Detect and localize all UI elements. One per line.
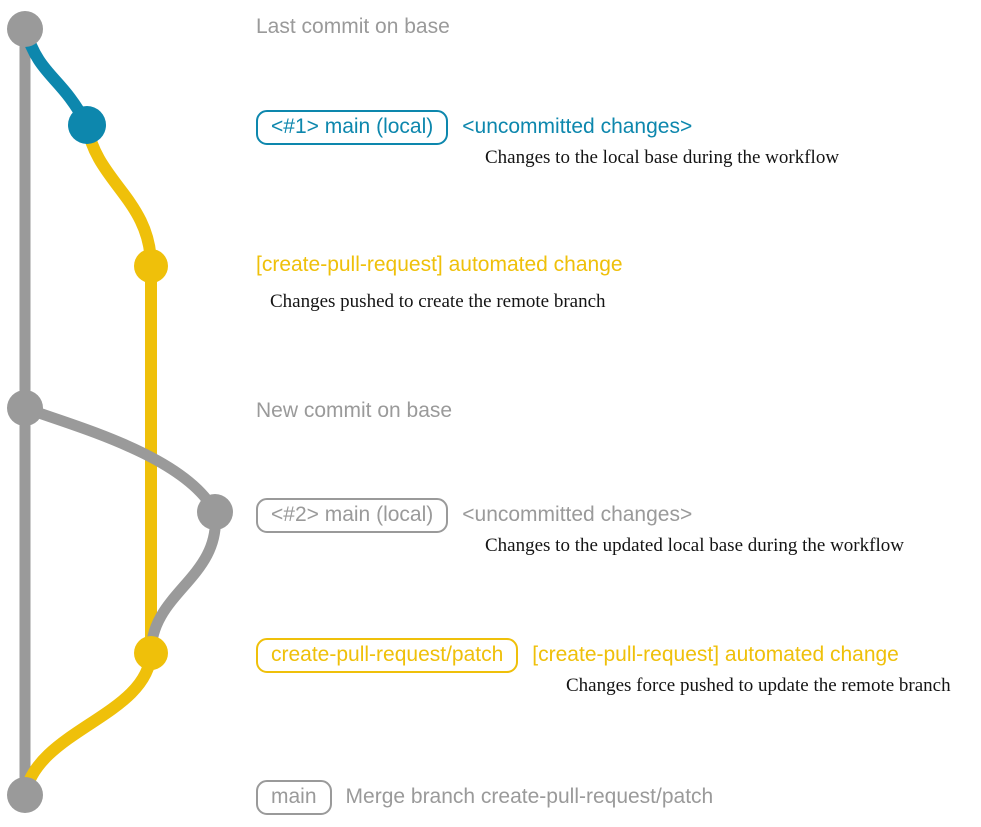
merge-node[interactable] [7, 777, 43, 813]
commit-row-automated-change-1: [create-pull-request] automated change [256, 254, 623, 275]
commit-subject-local-main-1: <uncommitted changes> [462, 115, 693, 138]
commit-row-local-main-2: <#2> main (local) <uncommitted changes> [256, 498, 692, 533]
patch-commit-node[interactable] [134, 249, 168, 283]
commit-subject-automated-change-2: [create-pull-request] automated change [532, 643, 899, 666]
ref-tag-local-main-2[interactable]: <#2> main (local) [256, 498, 449, 533]
patch-commit-node-2[interactable] [134, 636, 168, 670]
base-head-node[interactable] [7, 11, 43, 47]
commit-subject-merge-commit: Merge branch create-pull-request/patch [345, 785, 714, 808]
remote-branch-merge-line [19, 647, 157, 801]
commit-description-local-main-2: Changes to the updated local base during… [485, 535, 904, 556]
commit-row-local-main-1: <#1> main (local) <uncommitted changes> [256, 110, 692, 145]
commit-subject-local-main-2: <uncommitted changes> [462, 503, 693, 526]
commit-description-automated-change-1: Changes pushed to create the remote bran… [270, 291, 606, 312]
ref-tag-main[interactable]: main [256, 780, 332, 815]
local-commit-node[interactable] [68, 106, 106, 144]
commit-row-automated-change-2: create-pull-request/patch [create-pull-r… [256, 638, 899, 673]
commit-subject-automated-change-1: [create-pull-request] automated change [256, 253, 623, 276]
ref-tag-create-pull-request-patch[interactable]: create-pull-request/patch [256, 638, 519, 673]
commit-description-local-main-1: Changes to the local base during the wor… [485, 147, 840, 168]
commit-row-merge-commit: main Merge branch create-pull-request/pa… [256, 780, 713, 815]
updated-local-to-patch-line [145, 506, 221, 659]
commit-description-automated-change-2: Changes force pushed to update the remot… [566, 675, 951, 696]
commit-subject-last-commit-on-base: Last commit on base [256, 15, 450, 38]
commit-subject-new-commit-on-base: New commit on base [256, 399, 453, 422]
updated-local-branch-line [19, 402, 221, 518]
remote-branch-line-top [81, 119, 157, 659]
local-commit-node-2[interactable] [197, 494, 233, 530]
base-new-node[interactable] [7, 390, 43, 426]
ref-tag-local-main-1[interactable]: <#1> main (local) [256, 110, 449, 145]
